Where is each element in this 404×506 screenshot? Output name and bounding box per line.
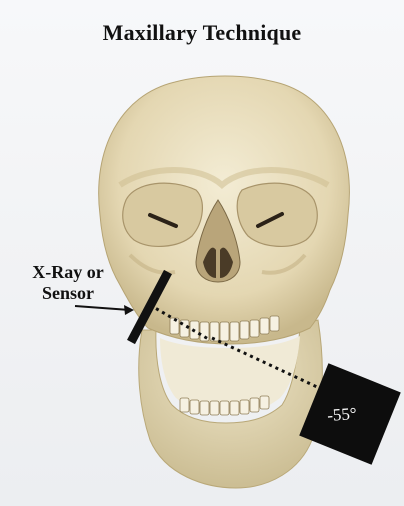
sensor-label-line2: Sensor: [8, 283, 128, 304]
angle-label: -55°: [311, 403, 372, 427]
page-title: Maxillary Technique: [0, 20, 404, 46]
sensor-pointer-line: [75, 306, 130, 310]
sensor-label-line1: X-Ray or: [8, 262, 128, 283]
left-eye-socket: [123, 183, 203, 246]
sensor-label: X-Ray or Sensor: [8, 262, 128, 304]
